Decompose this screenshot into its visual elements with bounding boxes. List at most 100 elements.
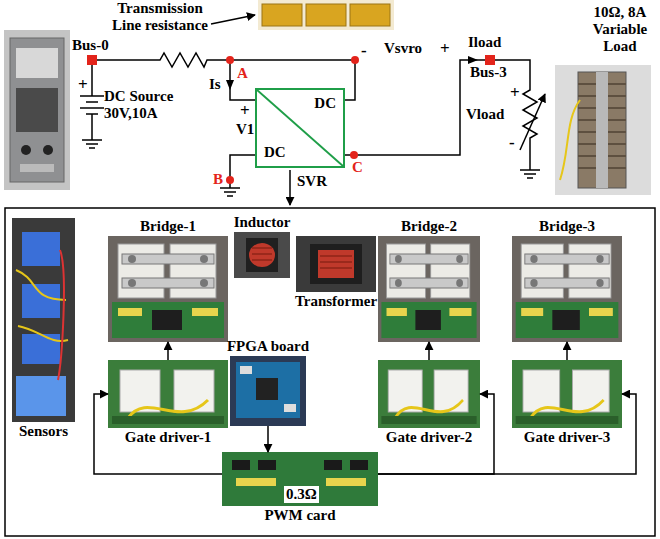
supply-panel [16, 88, 58, 132]
board-part [284, 404, 296, 412]
label-holder: - [361, 42, 367, 59]
label-holder: Vload [466, 106, 504, 123]
label-holder: B [213, 171, 223, 188]
knob [21, 145, 31, 155]
bridge-photo-panel: Bridge-3 [512, 218, 622, 342]
leader-line [211, 15, 255, 24]
gate-driver-photo-panel: Gate driver-2 [378, 360, 480, 446]
sensor-board [22, 334, 60, 364]
label-holder: Bus-0 [72, 37, 109, 54]
photo-ground [555, 65, 651, 195]
voltage-label: Vload [466, 106, 504, 123]
fpga-board [236, 362, 300, 418]
source-label: DC Source 30V,10A [104, 88, 184, 122]
node-label: DC [314, 95, 336, 112]
label-holder: 10Ω, 8A Variable Load [584, 4, 656, 55]
gate-driver-photo-panel: Gate driver-3 [512, 360, 622, 446]
power-resistor [350, 4, 390, 26]
photo-ground [258, 0, 394, 30]
variable-arrow [520, 94, 545, 150]
converter-diagonal-line [257, 90, 343, 166]
label-holder: + [510, 84, 520, 101]
supply-panel [20, 164, 54, 172]
gate-driver-photo-panel: Gate driver-1 [108, 360, 228, 446]
signal-arrow [566, 342, 568, 360]
polarity-sign: + [440, 40, 450, 57]
pwm-card-photo [222, 452, 378, 506]
photo-ground [4, 30, 70, 190]
component-label: SVR [297, 173, 327, 190]
knob [43, 145, 53, 155]
label-holder: 0.3Ω [284, 486, 319, 503]
wire [230, 155, 255, 188]
callout-label: Transmission Line resistance [110, 0, 210, 34]
node-dot [226, 176, 234, 184]
ground-symbol [220, 188, 240, 196]
label-holder: + [440, 40, 450, 57]
rheostat-body [578, 72, 626, 188]
variable-load-photo [555, 65, 651, 195]
label-holder: Is [209, 76, 221, 93]
current-arrow [468, 56, 478, 64]
fpga-chip [256, 378, 278, 400]
label-holder: Transmission Line resistance [110, 0, 210, 34]
label-holder: Iload [468, 34, 501, 51]
svr-enclosure [5, 208, 655, 536]
node-label: DC [264, 144, 286, 161]
leader-line [289, 170, 291, 205]
load-label: 10Ω, 8A Variable Load [584, 4, 656, 55]
wire [560, 100, 580, 180]
photo-ground [234, 232, 290, 278]
wire [16, 270, 68, 341]
signal-arrow [267, 426, 269, 452]
pcb [222, 452, 378, 506]
dc-source-photo [4, 30, 70, 190]
photo-ground [12, 218, 75, 422]
node-label: Transformer [295, 293, 377, 310]
supply-case [10, 38, 64, 182]
bridge-photo-panel: Bridge-2 [378, 218, 480, 342]
node-dot [351, 56, 359, 64]
label-holder: V1 [236, 121, 254, 138]
bus-marker [87, 55, 97, 65]
converter-box: DC DC [255, 88, 345, 168]
polarity-sign: - [509, 134, 515, 151]
ic-chip [232, 460, 250, 470]
inductor-winding [252, 248, 272, 260]
ic-chip [350, 460, 368, 470]
node-label: Gate driver-1 [125, 429, 212, 446]
transformer-coil [318, 250, 354, 278]
label-holder: Bus-3 [470, 64, 507, 81]
ground-symbol [520, 170, 540, 178]
label-holder: Vsvro [384, 40, 422, 57]
transformer-photo [296, 236, 376, 292]
gate-driver-photo [378, 360, 480, 428]
bus-marker [485, 55, 495, 65]
supply-panel [16, 48, 58, 78]
current-label: Is [209, 76, 221, 93]
resistance-value: 0.3Ω [284, 486, 319, 503]
photo-ground [296, 236, 376, 292]
board-part [240, 366, 252, 374]
connector-strip [326, 478, 366, 486]
label-holder: A [237, 65, 248, 82]
node-dot [350, 151, 358, 159]
rheostat-slider [596, 72, 608, 188]
node-label: Bridge-3 [539, 218, 595, 235]
polarity-sign: + [240, 102, 250, 119]
node-letter: B [213, 171, 223, 188]
transformer-photo-panel: Transformer [294, 236, 379, 310]
fpga-photo-panel: FPGA board [226, 338, 311, 426]
bus-label: Bus-0 [72, 37, 109, 54]
label-holder: + [78, 76, 88, 93]
power-resistor [306, 4, 346, 26]
signal-arrow [167, 342, 169, 360]
node-letter: C [352, 159, 363, 176]
power-resistor [262, 4, 302, 26]
transformer-winding [320, 256, 352, 268]
wire [58, 250, 64, 380]
